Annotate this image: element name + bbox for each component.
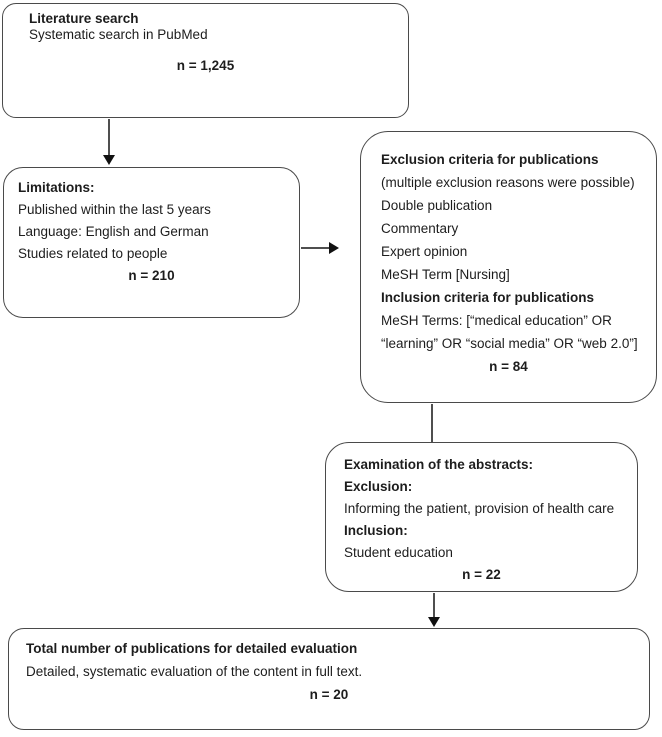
connector-limitations-to-criteria — [301, 247, 329, 249]
box-limitations-line2: Language: English and German — [18, 224, 209, 239]
box-criteria-item-mesh-nursing: MeSH Term [Nursing] — [381, 267, 510, 282]
box-criteria-note: (multiple exclusion reasons were possibl… — [381, 175, 635, 190]
box-abstract-inclusion-text: Student education — [344, 545, 453, 560]
box-criteria: Exclusion criteria for publications (mul… — [360, 131, 657, 403]
box-limitations-line1: Published within the last 5 years — [18, 202, 211, 217]
box-limitations: Limitations: Published within the last 5… — [3, 167, 300, 318]
connector-abstracts-to-total — [433, 593, 435, 618]
box-criteria-count: n = 84 — [489, 359, 528, 374]
box-criteria-item-expert-opinion: Expert opinion — [381, 244, 468, 259]
box-abstract-examination: Examination of the abstracts: Exclusion:… — [325, 442, 638, 592]
box-criteria-mesh-terms-line1: MeSH Terms: [“medical education” OR — [381, 313, 612, 328]
box-criteria-item-double-publication: Double publication — [381, 198, 493, 213]
connector-criteria-to-abstracts — [431, 404, 433, 443]
box-limitations-count: n = 210 — [128, 268, 175, 283]
box-criteria-mesh-terms-line2: “learning” OR “social media” OR “web 2.0… — [381, 336, 638, 351]
box-criteria-inclusion-title: Inclusion criteria for publications — [381, 290, 595, 305]
box-abstract-examination-title: Examination of the abstracts: — [344, 457, 534, 472]
box-total-publications: Total number of publications for detaile… — [8, 628, 650, 730]
box-total-publications-subtitle: Detailed, systematic evaluation of the c… — [26, 664, 363, 679]
box-literature-search-count: n = 1,245 — [176, 58, 235, 73]
arrow-right-icon — [329, 242, 339, 254]
box-total-publications-count: n = 20 — [309, 687, 349, 702]
box-literature-search-title: Literature search — [29, 11, 139, 26]
box-criteria-item-commentary: Commentary — [381, 221, 459, 236]
box-literature-search: Literature search Systematic search in P… — [2, 3, 409, 118]
box-criteria-exclusion-title: Exclusion criteria for publications — [381, 152, 599, 167]
box-limitations-title: Limitations: — [18, 180, 95, 195]
box-literature-search-subtitle: Systematic search in PubMed — [29, 27, 208, 42]
box-abstract-exclusion-text: Informing the patient, provision of heal… — [344, 501, 615, 516]
arrow-down-icon — [428, 617, 440, 627]
arrow-down-icon — [103, 155, 115, 165]
connector-literature-to-limitations — [108, 119, 110, 156]
box-abstract-exclusion-label: Exclusion: — [344, 479, 413, 494]
box-abstract-inclusion-label: Inclusion: — [344, 523, 408, 538]
box-total-publications-title: Total number of publications for detaile… — [26, 641, 358, 656]
box-abstract-examination-count: n = 22 — [462, 567, 501, 582]
box-limitations-line3: Studies related to people — [18, 246, 168, 261]
